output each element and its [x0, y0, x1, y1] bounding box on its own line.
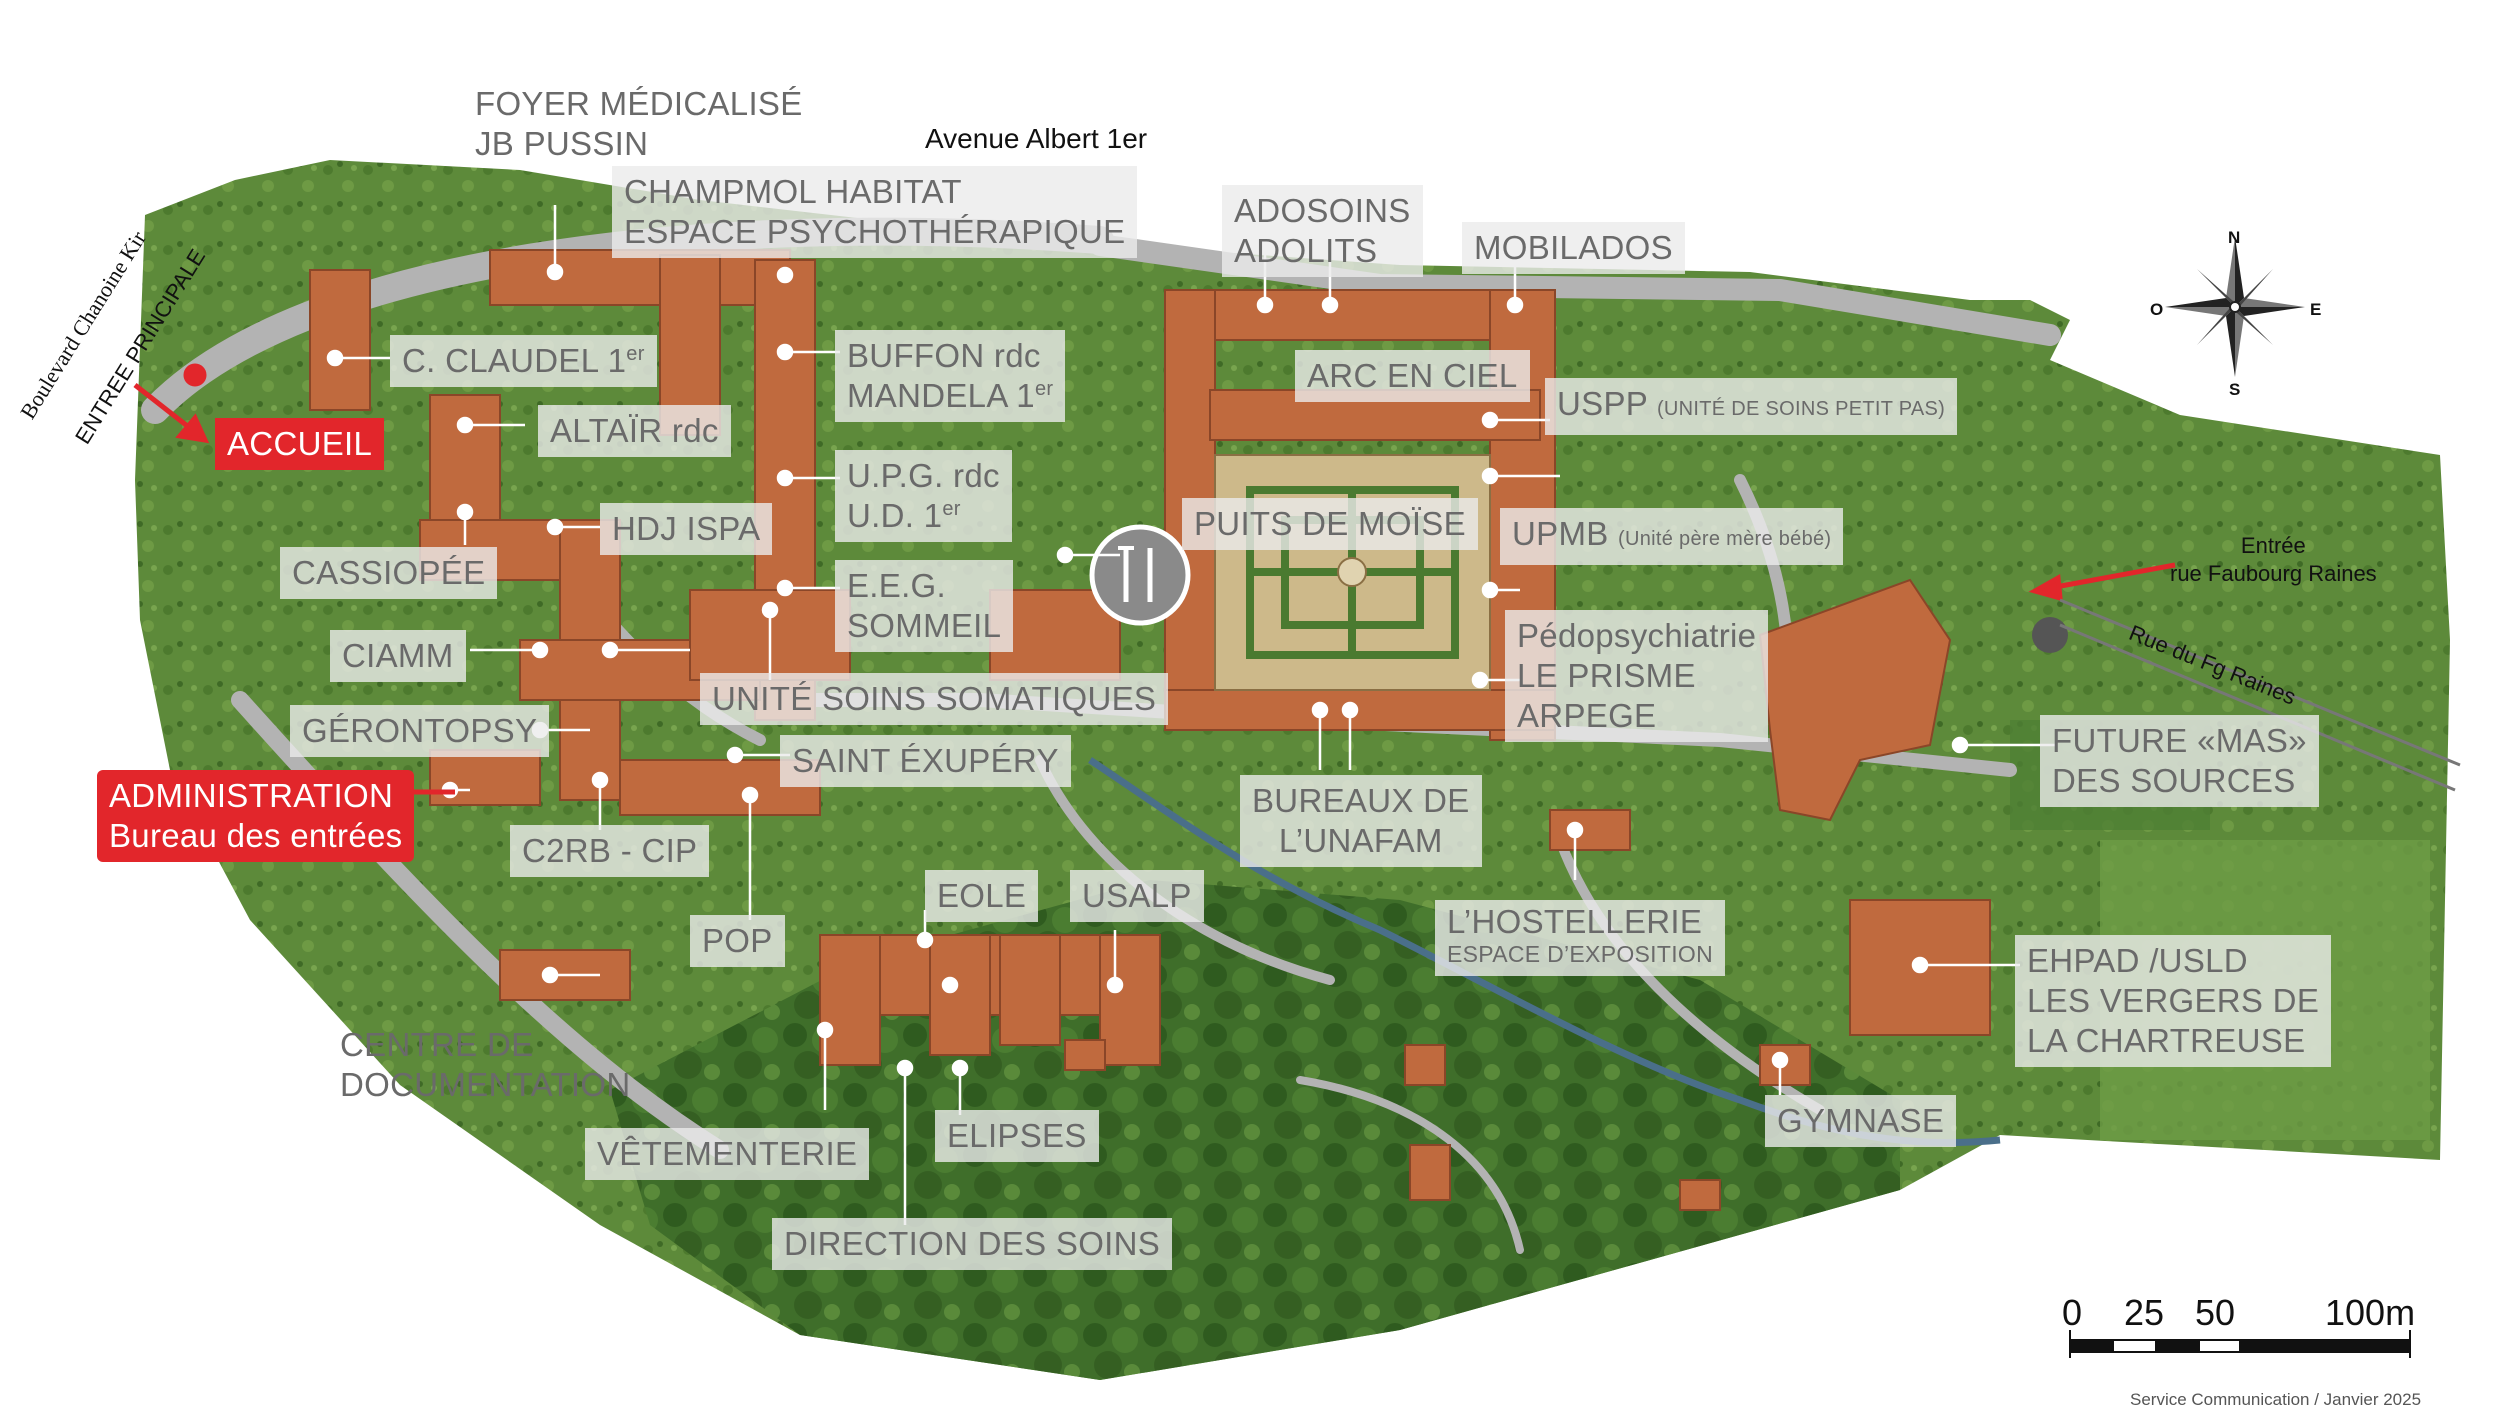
label-hdj-ispa: HDJ ISPA: [600, 503, 773, 555]
compass-s: S: [2229, 380, 2241, 399]
entrance-east-label: Entrée rue Faubourg Raines: [2170, 533, 2377, 586]
scale-bar: [2069, 1330, 2411, 1358]
label-uspp: USPP (UNITÉ DE SOINS PETIT PAS): [1545, 378, 1958, 435]
label-upmb: UPMB (Unité père mère bébé): [1500, 508, 1844, 565]
label-eeg: E.E.G.SOMMEIL: [835, 560, 1014, 652]
scale-50: 50: [2195, 1292, 2236, 1333]
label-gerontopsy: GÉRONTOPSY: [290, 705, 550, 757]
label-accueil: ACCUEIL: [215, 418, 385, 470]
label-buffon: BUFFON rdc MANDELA 1er: [835, 330, 1066, 422]
label-future-mas: FUTURE «MAS»DES SOURCES: [2040, 715, 2319, 807]
label-gymnase: GYMNASE: [1765, 1095, 1957, 1147]
label-upg: U.P.G. rdc U.D. 1er: [835, 450, 1012, 542]
entrance-arrows: [133, 363, 2176, 795]
label-c2rb-cip: C2RB - CIP: [510, 825, 710, 877]
roundabout: [2032, 617, 2068, 653]
label-altair: ALTAÏR rdc: [538, 405, 731, 457]
label-elipses: ELIPSES: [935, 1110, 1099, 1162]
label-claudel: C. CLAUDEL 1er: [390, 335, 657, 387]
scale-25: 25: [2124, 1292, 2165, 1333]
credit: Service Communication / Janvier 2025: [2130, 1390, 2422, 1409]
label-saint-exupery: SAINT ÉXUPÉRY: [780, 735, 1071, 787]
label-ciamm: CIAMM: [330, 630, 466, 682]
label-usalp: USALP: [1070, 870, 1204, 922]
label-pop: POP: [690, 915, 785, 967]
compass-o: O: [2150, 300, 2164, 319]
compass-rose-icon: [2165, 237, 2305, 377]
label-vetementerie: VÊTEMENTERIE: [585, 1128, 870, 1180]
label-pointers: [326, 205, 2055, 1225]
compass-e: E: [2310, 300, 2322, 319]
label-puits-de-moise: PUITS DE MOÏSE: [1182, 498, 1478, 550]
label-mobilados: MOBILADOS: [1462, 222, 1685, 274]
label-direction-des-soins: DIRECTION DES SOINS: [772, 1218, 1173, 1270]
restaurant-icon: [1089, 524, 1191, 626]
street-avenue: Avenue Albert 1er: [925, 123, 1148, 154]
buildings: [309, 249, 1991, 1211]
label-eole: EOLE: [925, 870, 1039, 922]
compass-n: N: [2228, 228, 2241, 247]
scale-100m: 100m: [2325, 1292, 2416, 1333]
east-street: [2059, 598, 2461, 792]
label-cassiopee: CASSIOPÉE: [280, 547, 498, 599]
scale-0: 0: [2062, 1292, 2083, 1333]
label-arc-en-ciel: ARC EN CIEL: [1295, 350, 1530, 402]
label-unite-soins-somatiques: UNITÉ SOINS SOMATIQUES: [700, 673, 1169, 725]
